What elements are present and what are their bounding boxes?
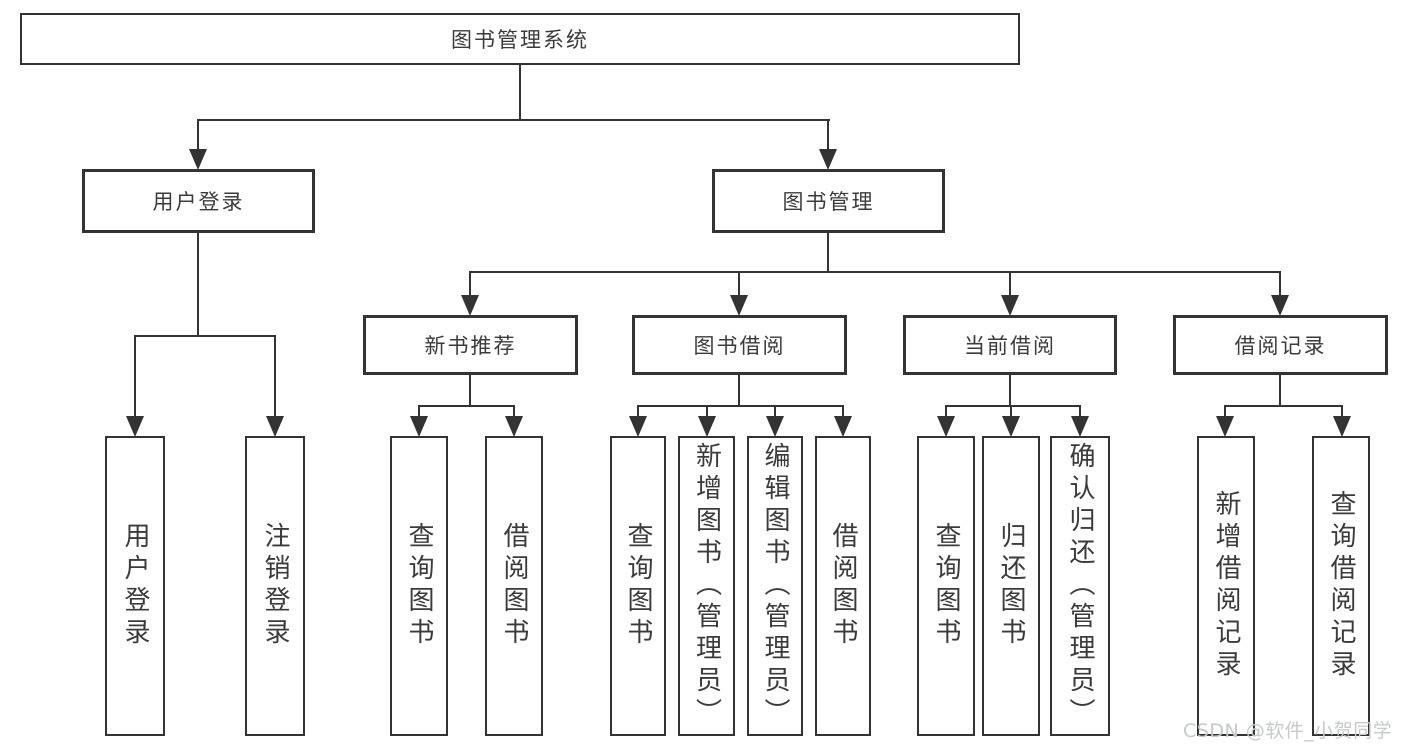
- connector-vline: [706, 406, 708, 418]
- leaf-confirm-return-admin: 确认归还（管理员）: [1050, 436, 1110, 736]
- node-book-borrowing: 图书借阅: [632, 315, 847, 375]
- arrow-down-icon: [819, 149, 837, 170]
- node-label: 用户登录: [152, 190, 245, 214]
- leaf-label: 新增借阅记录: [1211, 490, 1241, 682]
- arrow-down-icon: [1002, 416, 1020, 437]
- connector-vline: [842, 406, 844, 418]
- connector-vline: [513, 406, 515, 418]
- leaf-label: 编辑图书（管理员）: [760, 442, 790, 730]
- arrow-down-icon: [730, 295, 748, 316]
- connector-hline: [637, 405, 844, 407]
- connector-vline: [945, 406, 947, 418]
- connector-vline: [1279, 272, 1281, 297]
- arrow-down-icon: [629, 416, 647, 437]
- leaf-query-books-recommend: 查询图书: [390, 436, 448, 736]
- node-library-management-system: 图书管理系统: [20, 13, 1020, 65]
- csdn-watermark: CSDN @软件_小贺同学: [1183, 720, 1393, 742]
- leaf-query-books-current: 查询图书: [917, 436, 975, 736]
- arrow-down-icon: [766, 416, 784, 437]
- connector-vline: [1010, 406, 1012, 418]
- connector-vline: [774, 406, 776, 418]
- connector-vline: [827, 233, 829, 273]
- arrow-down-icon: [1271, 295, 1289, 316]
- connector-vline: [738, 375, 740, 406]
- node-label: 图书借阅: [693, 334, 786, 358]
- leaf-label: 查询图书: [623, 522, 653, 650]
- leaf-label: 用户登录: [120, 522, 150, 650]
- connector-vline: [274, 336, 276, 418]
- arrow-down-icon: [461, 295, 479, 316]
- leaf-add-borrow-record: 新增借阅记录: [1197, 436, 1255, 736]
- node-current-borrowing: 当前借阅: [903, 315, 1117, 375]
- connector-vline: [469, 272, 471, 297]
- connector-hline: [469, 271, 1281, 273]
- connector-vline: [519, 65, 521, 120]
- leaf-label: 查询借阅记录: [1326, 490, 1356, 682]
- leaf-edit-book-admin: 编辑图书（管理员）: [747, 436, 803, 736]
- node-label: 图书管理: [782, 190, 875, 214]
- connector-vline: [1279, 375, 1281, 406]
- arrow-down-icon: [505, 416, 523, 437]
- node-borrowing-records: 借阅记录: [1173, 315, 1388, 375]
- connector-hline: [134, 335, 276, 337]
- connector-vline: [197, 120, 199, 151]
- connector-hline: [945, 405, 1081, 407]
- leaf-label: 新增图书（管理员）: [691, 442, 722, 730]
- arrow-down-icon: [834, 416, 852, 437]
- arrow-down-icon: [266, 416, 284, 437]
- leaf-borrow-books: 借阅图书: [815, 436, 871, 736]
- arrow-down-icon: [126, 416, 144, 437]
- connector-hline: [418, 405, 515, 407]
- leaf-label: 归还图书: [996, 522, 1026, 650]
- connector-vline: [469, 375, 471, 406]
- arrow-down-icon: [189, 149, 207, 170]
- arrow-down-icon: [1071, 416, 1089, 437]
- arrow-down-icon: [410, 416, 428, 437]
- leaf-return-books: 归还图书: [982, 436, 1040, 736]
- leaf-label: 查询图书: [404, 522, 434, 650]
- leaf-borrow-books-recommend: 借阅图书: [485, 436, 543, 736]
- connector-vline: [738, 272, 740, 297]
- node-new-book-recommendation: 新书推荐: [363, 315, 578, 375]
- connector-hline: [1224, 405, 1343, 407]
- leaf-label: 注销登录: [260, 522, 290, 650]
- leaf-query-borrow-record: 查询借阅记录: [1312, 436, 1370, 736]
- node-book-management: 图书管理: [712, 169, 945, 233]
- arrow-down-icon: [1333, 416, 1351, 437]
- leaf-user-login: 用户登录: [105, 436, 165, 736]
- leaf-query-books-borrowing: 查询图书: [610, 436, 666, 736]
- node-user-login: 用户登录: [82, 169, 315, 233]
- leaf-logout: 注销登录: [245, 436, 305, 736]
- leaf-label: 借阅图书: [828, 522, 858, 650]
- connector-vline: [197, 233, 199, 336]
- connector-vline: [1224, 406, 1226, 418]
- arrow-down-icon: [937, 416, 955, 437]
- connector-vline: [1079, 406, 1081, 418]
- leaf-label: 查询图书: [931, 522, 961, 650]
- arrow-down-icon: [1216, 416, 1234, 437]
- leaf-label: 借阅图书: [499, 522, 529, 650]
- connector-vline: [637, 406, 639, 418]
- connector-vline: [1009, 375, 1011, 406]
- node-label: 当前借阅: [964, 334, 1056, 358]
- node-label: 新书推荐: [424, 334, 517, 358]
- connector-vline: [134, 336, 136, 418]
- arrow-down-icon: [698, 416, 716, 437]
- connector-vline: [418, 406, 420, 418]
- connector-vline: [1009, 272, 1011, 297]
- connector-hline: [197, 119, 830, 121]
- leaf-add-book-admin: 新增图书（管理员）: [678, 436, 735, 736]
- connector-vline: [827, 120, 829, 151]
- leaf-label: 确认归还（管理员）: [1065, 442, 1095, 730]
- node-label: 图书管理系统: [451, 28, 589, 52]
- node-label: 借阅记录: [1234, 334, 1327, 358]
- arrow-down-icon: [1001, 295, 1019, 316]
- connector-vline: [1341, 406, 1343, 418]
